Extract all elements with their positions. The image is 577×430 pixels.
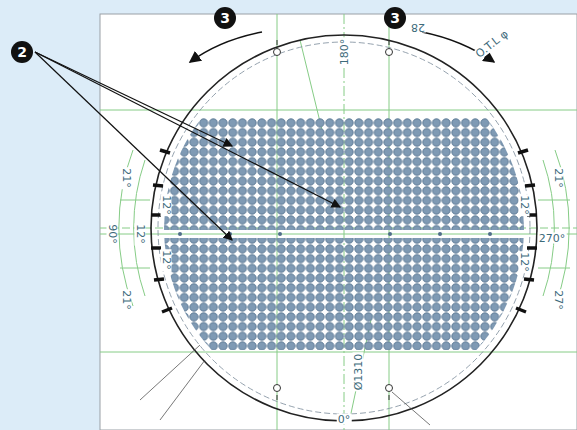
angle-label: 180°: [339, 38, 350, 67]
angle-label: 12°: [135, 223, 146, 245]
angle-label: 12°: [161, 194, 172, 216]
angle-label: 21°: [121, 289, 132, 311]
angle-label: 90°: [107, 223, 118, 245]
angle-label: 27°: [553, 289, 564, 311]
angle-label: 21°: [121, 167, 132, 189]
angle-label: 12°: [519, 251, 530, 273]
angle-label: 21°: [553, 167, 564, 189]
dimension-label: 28: [410, 22, 426, 33]
angle-label: 0°: [337, 414, 352, 425]
callout-number: 3: [384, 7, 406, 29]
diameter-label: O.T.L φ: [473, 28, 511, 61]
callout-number: 3: [214, 7, 236, 29]
diameter-label: Ø1310: [353, 353, 364, 392]
angle-label: 270°: [538, 233, 567, 244]
angle-label: 12°: [519, 194, 530, 216]
callout-number: 2: [11, 41, 33, 63]
angle-label: 12°: [161, 249, 172, 271]
